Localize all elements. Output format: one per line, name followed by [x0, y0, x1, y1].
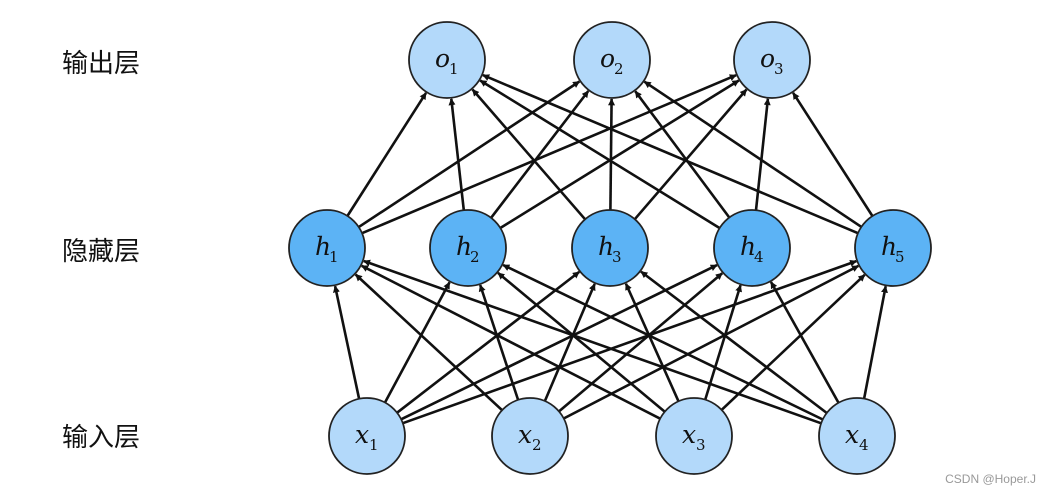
node-circle-x3	[655, 397, 733, 475]
edge-hidden5-to-output1	[482, 73, 859, 235]
edge-hidden5-to-output3	[792, 92, 874, 217]
edge-input3-to-hidden5	[720, 273, 866, 411]
edge-input4-to-hidden3	[640, 270, 828, 415]
node-subscript-o1: 1	[449, 60, 459, 78]
hidden-layer-label: 隐藏层	[62, 237, 140, 267]
node-subscript-x3: 3	[696, 436, 706, 454]
node-h1: h1	[288, 209, 366, 287]
node-circle-h2	[429, 209, 507, 287]
node-circle-x1	[328, 397, 406, 475]
edge-input2-to-hidden3	[543, 283, 596, 402]
edge-input4-to-hidden2	[502, 263, 824, 421]
node-label-o1: o	[435, 44, 450, 73]
edge-input3-to-hidden2	[497, 271, 666, 413]
node-subscript-h5: 5	[895, 248, 905, 266]
input-layer-label: 输入层	[62, 423, 140, 453]
node-subscript-x4: 4	[859, 436, 869, 454]
node-label-x2: x	[518, 420, 532, 449]
edge-input4-to-hidden5	[862, 285, 888, 399]
edge-hidden1-to-output2	[357, 80, 581, 229]
edge-hidden4-to-output1	[479, 79, 721, 230]
node-circle-h5	[854, 209, 932, 287]
node-circle-x4	[818, 397, 896, 475]
edge-hidden1-to-output1	[346, 92, 428, 217]
edge-hidden3-to-output3	[633, 88, 748, 221]
node-o3: o3	[733, 21, 811, 99]
node-subscript-x2: 2	[532, 436, 542, 454]
edge-input1-to-hidden2	[383, 281, 451, 404]
node-subscript-h2: 2	[470, 248, 480, 266]
edge-input2-to-hidden5	[563, 264, 860, 420]
edge-input2-to-hidden4	[558, 272, 724, 413]
node-subscript-h4: 4	[754, 248, 764, 266]
edge-input1-to-hidden1	[332, 285, 361, 400]
edge-input2-to-hidden1	[354, 273, 503, 412]
edge-input4-to-hidden1	[363, 259, 822, 425]
edge-hidden2-to-output3	[499, 79, 740, 230]
edge-hidden3-to-output1	[471, 88, 587, 221]
edge-hidden1-to-output3	[361, 74, 737, 235]
edge-input1-to-hidden5	[402, 259, 857, 425]
edge-input3-to-hidden3	[624, 282, 680, 402]
node-label-x4: x	[845, 420, 859, 449]
node-h5: h5	[854, 209, 932, 287]
node-o1: o1	[408, 21, 486, 99]
edge-input3-to-hidden1	[361, 264, 661, 420]
node-circle-h3	[571, 209, 649, 287]
edge-input4-to-hidden4	[769, 281, 840, 404]
node-subscript-h3: 3	[612, 248, 622, 266]
connection-edges	[332, 73, 888, 425]
node-subscript-h1: 1	[329, 248, 339, 266]
edge-hidden2-to-output1	[448, 98, 466, 211]
edge-input3-to-hidden4	[703, 284, 742, 401]
edge-input1-to-hidden3	[396, 270, 580, 414]
edge-hidden3-to-output2	[608, 98, 616, 211]
watermark: CSDN @Hoper.J	[945, 472, 1036, 486]
node-h2: h2	[429, 209, 507, 287]
output-layer-label: 输出层	[62, 49, 140, 79]
edge-hidden2-to-output2	[490, 90, 590, 219]
node-label-h2: h	[456, 232, 472, 261]
node-h4: h4	[713, 209, 791, 287]
node-subscript-o3: 3	[774, 60, 784, 78]
node-circle-o3	[733, 21, 811, 99]
node-circle-o1	[408, 21, 486, 99]
edge-hidden4-to-output2	[634, 90, 731, 219]
node-subscript-x1: 1	[369, 436, 379, 454]
node-label-h3: h	[598, 232, 614, 261]
node-circle-o2	[573, 21, 651, 99]
node-label-o2: o	[600, 44, 615, 73]
node-label-h1: h	[315, 232, 331, 261]
node-label-x1: x	[355, 420, 369, 449]
node-subscript-o2: 2	[614, 60, 624, 78]
node-circle-x2	[491, 397, 569, 475]
node-label-o3: o	[760, 44, 775, 73]
node-h3: h3	[571, 209, 649, 287]
node-o2: o2	[573, 21, 651, 99]
edge-hidden5-to-output2	[643, 80, 863, 228]
node-label-h5: h	[881, 232, 897, 261]
node-circle-h4	[713, 209, 791, 287]
node-label-h4: h	[740, 232, 756, 261]
node-label-x3: x	[682, 420, 696, 449]
node-circle-h1	[288, 209, 366, 287]
